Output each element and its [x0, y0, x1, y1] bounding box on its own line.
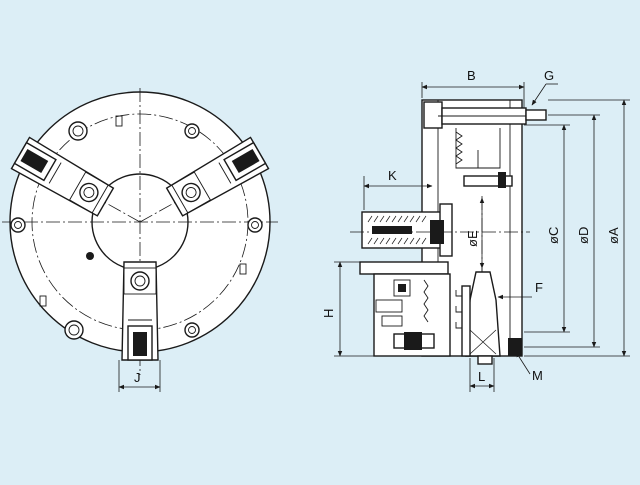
- dim-label-a: øA: [606, 227, 621, 244]
- dim-label-k: K: [388, 168, 397, 183]
- jaw-bottom: [121, 261, 159, 361]
- dim-label-b: B: [467, 68, 476, 83]
- jaw-left: [10, 136, 115, 217]
- dim-label-g: G: [544, 68, 554, 83]
- dimension-j: J: [118, 360, 161, 392]
- dim-label-j: J: [134, 370, 141, 385]
- dim-label-d: øD: [576, 227, 591, 244]
- dim-label-e: øE: [465, 230, 480, 247]
- dim-label-l: L: [478, 369, 485, 384]
- dim-label-m: M: [532, 368, 543, 383]
- chuck-front-view: J: [2, 88, 278, 392]
- mounting-bolts: [10, 115, 263, 340]
- chuck-side-view: B G K øE øC øD øA F H: [321, 68, 630, 392]
- dim-label-c: øC: [546, 227, 561, 244]
- jaw-right: [165, 136, 270, 217]
- dim-label-f: F: [535, 280, 543, 295]
- dim-label-h: H: [321, 309, 336, 318]
